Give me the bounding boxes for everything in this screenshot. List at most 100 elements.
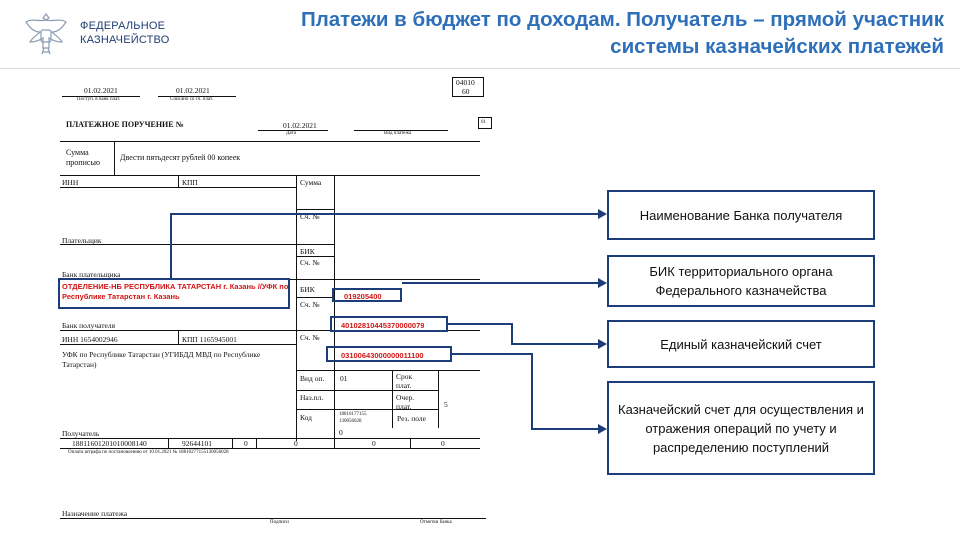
connector-single-account-horizontal-1: [448, 323, 512, 325]
connector-bik-arrow: [598, 278, 607, 288]
callout-recipient-bank-name-text: Наименование Банка получателя: [639, 207, 843, 223]
code-value-1: 18810177155: [339, 412, 367, 417]
sum-in-words: Двести пятьдесят рублей 00 копеек: [120, 153, 241, 162]
field-106-divider: [256, 438, 257, 448]
received-date: 01.02.2021: [84, 86, 118, 95]
field-108-divider: [410, 438, 411, 448]
org-name-line1: ФЕДЕРАЛЬНОЕ: [80, 20, 166, 32]
connector-bank-name-arrow: [598, 209, 607, 219]
payer-account-label: Сч. №: [300, 212, 320, 221]
connector-treasury-horizontal-2: [531, 428, 598, 430]
field-109: 0: [441, 439, 445, 448]
callout-single-treasury-account: Единый казначейский счет: [607, 320, 875, 368]
value-divider-right: [438, 370, 439, 428]
recipient-corr-account: 40102810445370000079: [341, 321, 425, 330]
callout-treasury-bik-text: БИК территориального органа Федерального…: [649, 264, 833, 298]
connector-treasury-horizontal-1: [452, 353, 532, 355]
recipient-name: УФК по Республике Татарстан (УГИБДД МВД …: [62, 350, 261, 369]
logo: ФЕДЕРАЛЬНОЕ КАЗНАЧЕЙСТВО: [22, 8, 172, 56]
priority-label-1: Очер.: [396, 393, 415, 402]
recipient-bik: 019205400: [344, 292, 382, 301]
recipient-row-line: [60, 438, 480, 439]
recipient-bank-line: [60, 330, 480, 331]
sum-words-divider: [114, 141, 115, 175]
payer-label: Плательщик: [62, 236, 102, 245]
connector-single-account-horizontal-2: [511, 343, 598, 345]
budget-row-line: [60, 448, 480, 449]
form-code-2: 60: [462, 87, 470, 96]
op-type-top-line: [296, 370, 480, 371]
received-date-line: [62, 96, 140, 97]
sum-label: Сумма: [300, 178, 322, 187]
payer-account-top-line: [296, 209, 334, 210]
doc-date: 01.02.2021: [283, 121, 317, 130]
corr-account-highlight: [330, 316, 448, 332]
inn-row-top-line: [60, 175, 480, 176]
priority-value: 5: [444, 400, 448, 409]
callout-treasury-bik: БИК территориального органа Федерального…: [607, 255, 875, 307]
term-label-1: Срок: [396, 372, 413, 381]
payer-bank-account-label: Сч. №: [300, 258, 320, 267]
kbk-divider: [168, 438, 169, 448]
debited-date-line: [158, 96, 236, 97]
callout-single-treasury-account-text: Единый казначейский счет: [660, 336, 822, 352]
recipient-treasury-account: 03100643000000011100: [341, 351, 424, 360]
signatures-label: Подписи: [270, 520, 289, 525]
payer-kpp-label: КПП: [182, 178, 198, 187]
code-value-3: 0: [339, 428, 343, 437]
term-label-2: плат.: [396, 381, 412, 390]
callout-treasury-account-text: Казначейский счет для осуществления и от…: [618, 401, 864, 455]
code-top-line: [296, 409, 438, 410]
form-code-1: 04010: [456, 78, 475, 87]
connector-single-account-vertical: [511, 323, 513, 344]
oktmo-divider: [232, 438, 233, 448]
recipient-bank-label: Банк получателя: [62, 321, 116, 330]
debited-caption: Списано со сч. плат.: [170, 97, 214, 102]
doc-date-line: [258, 130, 328, 131]
connector-single-account-arrow: [598, 339, 607, 349]
payment-note: Оплата штрафа по постановлению от 10.01.…: [68, 450, 229, 455]
value-column-divider: [334, 175, 335, 441]
treasury-account-highlight: [326, 346, 452, 362]
debited-date: 01.02.2021: [176, 86, 210, 95]
recipient-account-label: Сч. №: [300, 333, 320, 342]
bank-marks-label: Отметки банка: [420, 520, 452, 525]
status-code: 01: [481, 120, 486, 125]
payment-type-line: [354, 130, 448, 131]
callout-recipient-bank-name: Наименование Банка получателя: [607, 190, 875, 240]
field-107-divider: [334, 438, 335, 448]
header-divider: [0, 68, 960, 69]
inn-kpp-divider: [178, 175, 179, 187]
op-type-label: Вид оп.: [300, 374, 325, 383]
reserve-label: Рез. поле: [397, 414, 426, 423]
connector-bank-name-vertical: [170, 214, 172, 280]
recipient-bik-label: БИК: [300, 285, 315, 294]
recipient-inn-line: [60, 344, 296, 345]
kbk: 18811601201010008140: [72, 439, 147, 448]
org-name-line2: КАЗНАЧЕЙСТВО: [80, 34, 170, 46]
recipient-corr-account-label: Сч. №: [300, 300, 320, 309]
form-code-box: [452, 77, 484, 97]
form-title: ПЛАТЕЖНОЕ ПОРУЧЕНИЕ №: [66, 120, 184, 129]
callout-treasury-account: Казначейский счет для осуществления и от…: [607, 381, 875, 475]
label-column-divider: [296, 175, 297, 441]
payer-bank-bik-line: [296, 256, 334, 257]
recipient-bank-name: ОТДЕЛЕНИЕ-НБ РЕСПУБЛИКА ТАТАРСТАН г. Каз…: [62, 282, 289, 301]
code-value-2: 130056028: [339, 419, 362, 424]
connector-bank-name-horizontal: [170, 213, 598, 215]
recipient-bik-highlight: [332, 288, 402, 302]
oktmo: 92644101: [182, 439, 212, 448]
payer-bank-bik-label: БИК: [300, 247, 315, 256]
page-title-line1: Платежи в бюджет по доходам. Получатель …: [301, 8, 944, 31]
field-107: 0: [294, 439, 298, 448]
priority-label-2: плат.: [396, 402, 412, 411]
connector-bik-horizontal: [402, 282, 598, 284]
code-label: Код: [300, 413, 312, 422]
eagle-emblem-icon: [25, 13, 67, 55]
purpose-of-payment-line: [60, 518, 486, 519]
recipient-label: Получатель: [62, 429, 100, 438]
payment-type-caption: Вид платежа: [384, 131, 412, 136]
purpose-label: Наз.пл.: [300, 393, 324, 402]
recipient-bik-line: [296, 297, 334, 298]
